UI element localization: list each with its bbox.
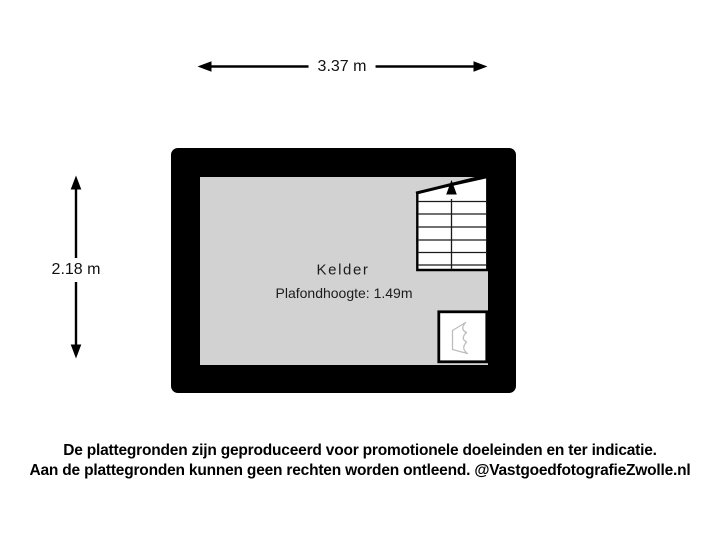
width-dimension-label: 3.37 m xyxy=(308,55,376,79)
disclaimer: De plattegronden zijn geproduceerd voor … xyxy=(0,441,720,481)
disclaimer-line-2: Aan de plattegronden kunnen geen rechten… xyxy=(29,462,691,479)
height-dimension-label: 2.18 m xyxy=(42,258,110,282)
ceiling-height-label: Plafondhoogte: 1.49m xyxy=(275,285,413,301)
disclaimer-line-1: De plattegronden zijn geproduceerd voor … xyxy=(63,442,657,459)
room-name-label: Kelder xyxy=(316,261,370,279)
